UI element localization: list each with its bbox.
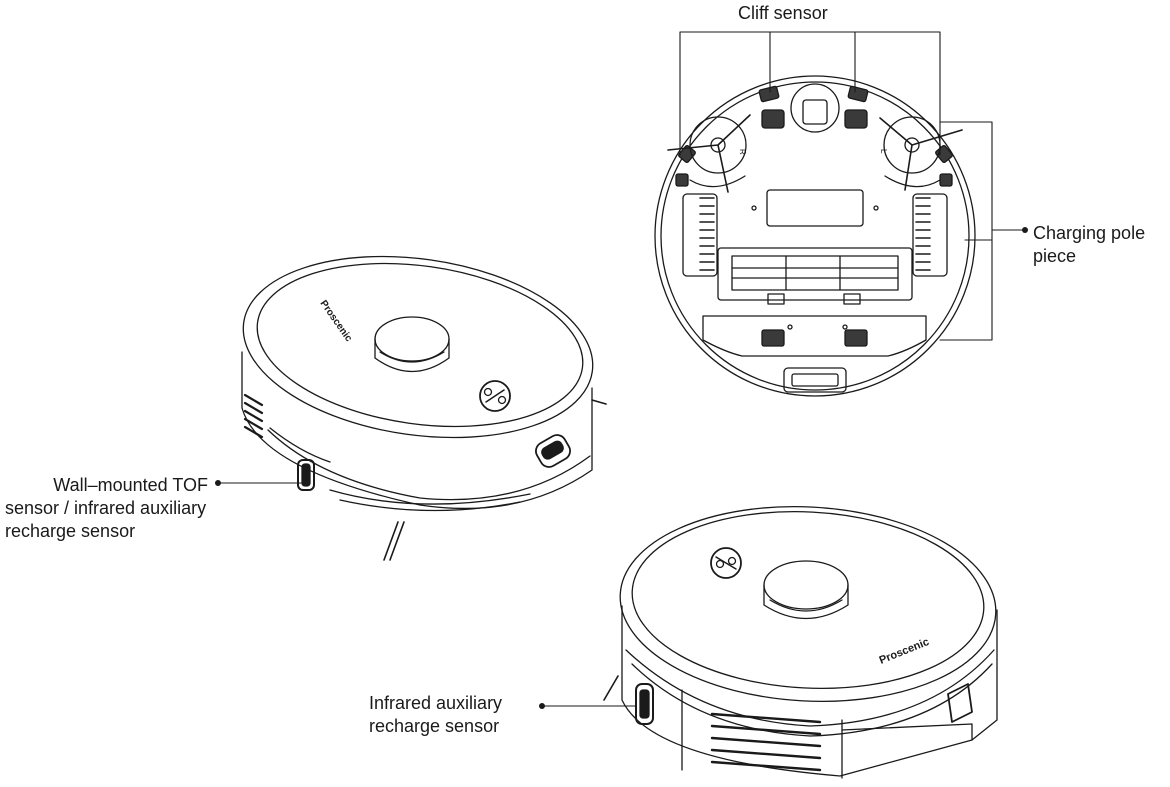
robot3-lower-body [621, 605, 998, 777]
wheel-mark-left: L [879, 149, 888, 154]
robot2-caster-wheel [790, 83, 840, 133]
cliff-sensor-pad [678, 144, 696, 164]
cliff-sensor-pad [847, 85, 869, 103]
robot1-bumper [269, 427, 331, 463]
robot2-drive-wheel-right [682, 193, 718, 277]
robot1-lidar-turret [374, 316, 450, 362]
robot3-control-buttons-icon [710, 547, 742, 579]
robot2-side-brush-right [689, 116, 747, 174]
cliff-sensor-label: Cliff sensor [738, 3, 828, 23]
brand-logo-robot1: Proscenic [318, 298, 355, 344]
robot-angled-front-view [241, 255, 607, 561]
robot3-vent-grille [710, 712, 822, 772]
wall-tof-label-cont: sensor / infrared auxiliary recharge sen… [5, 498, 207, 541]
cliff-sensor-pad [939, 173, 953, 187]
robot2-outer-shell [654, 75, 976, 397]
robot3-lidar-turret [763, 560, 849, 610]
robot2-label-plate [766, 189, 864, 227]
charging-pole-contact [761, 329, 785, 347]
robot1-top-shell [242, 255, 594, 439]
wall-tof-label: Wall–mounted TOF [53, 475, 208, 495]
infrared-aux-label: Infrared auxiliary recharge sensor [369, 693, 503, 736]
robot2-main-brush-housing [717, 247, 913, 301]
robot3-ir-window [635, 683, 654, 725]
robot2-drive-wheel-left [912, 193, 948, 277]
cliff-sensor-pad [758, 85, 780, 103]
cliff-sensor-pad [935, 144, 953, 164]
charging-pole-label: Charging pole piece [1033, 223, 1146, 266]
charging-pole-leader [939, 121, 1025, 341]
callout-dot [539, 703, 545, 709]
callout-dot [215, 480, 221, 486]
cliff-sensor-pad [675, 173, 689, 187]
robot2-dustbin [702, 315, 927, 357]
robot1-lower-body [241, 351, 593, 510]
brand-logo-robot3: Proscenic [878, 636, 931, 667]
robot2-rear-handle [783, 367, 847, 393]
cliff-sensor-leader [679, 31, 941, 156]
robot1-control-buttons-icon [479, 380, 511, 412]
robot1-side-brush [383, 521, 405, 561]
wheel-mark-right: R [738, 149, 747, 155]
robot-underside-view [654, 75, 976, 397]
charging-pole-contact [844, 329, 868, 347]
robot-angled-rear-view [603, 505, 998, 779]
robot1-tof-window [297, 459, 315, 491]
callout-dot [1022, 227, 1028, 233]
cliff-sensor-pad [761, 109, 785, 129]
robot3-top-shell [619, 505, 997, 703]
cliff-sensor-pad [844, 109, 868, 129]
leader-lines [217, 31, 1025, 707]
